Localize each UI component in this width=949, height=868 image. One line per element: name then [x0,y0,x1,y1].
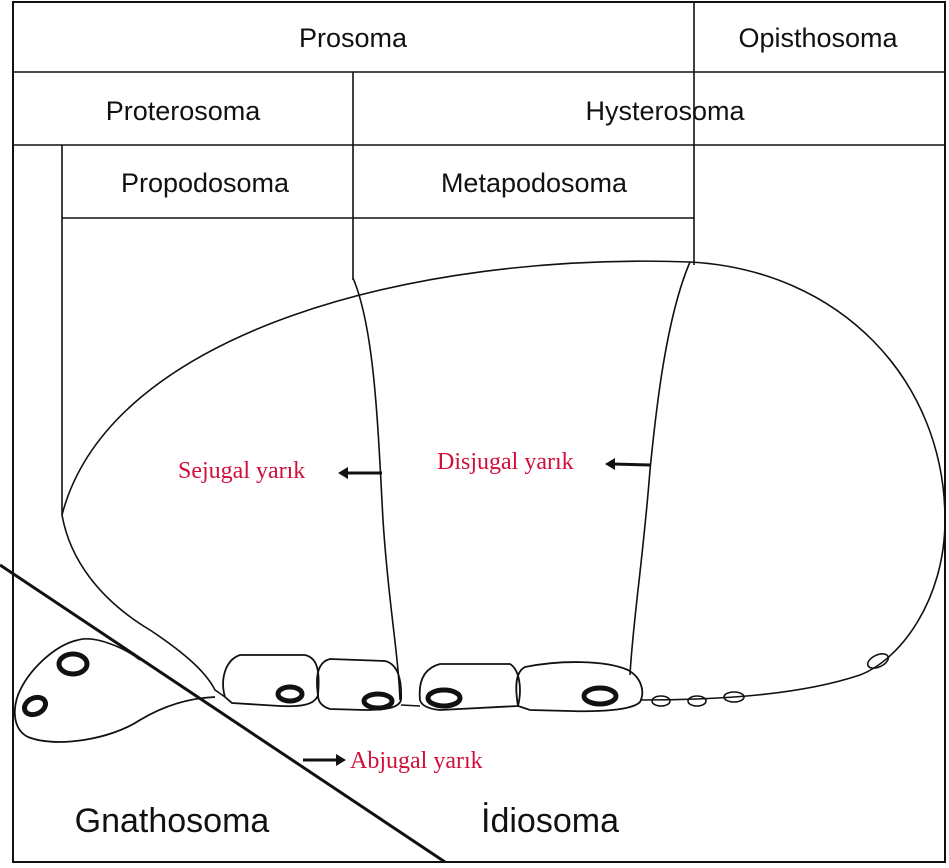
posterior-pores [652,651,891,706]
gnathosoma-palp-ring-2 [22,694,49,718]
outer-frame [13,2,945,862]
disjugal-suture-line [630,262,690,675]
sejugal-suture-line [353,278,400,700]
leg-2-coxa [317,659,401,710]
sejugal-arrow-head [338,467,348,479]
gnathosoma-label: Gnathosoma [75,802,270,840]
prosoma-label: Prosoma [299,23,408,53]
coxa-rings [278,687,616,708]
header-table [13,2,945,515]
suture-arrows [303,458,650,766]
idiosoma-label: İdiosoma [481,802,619,840]
gnathosoma-palp-ring-1 [59,654,87,674]
leg-gap-line [401,705,420,706]
leg-1-coxa [223,655,319,706]
abjugal-label: Abjugal yarık [350,748,483,774]
leg-4-coxa [516,662,642,711]
sejugal-label: Sejugal yarık [178,458,305,484]
disjugal-arrow-head [605,458,615,470]
proterosoma-label: Proterosoma [106,96,262,126]
hysterosoma-label: Hysterosoma [585,96,745,126]
disjugal-arrow [613,464,650,465]
disjugal-label: Disjugal yarık [437,449,574,475]
abjugal-arrow-head [336,754,346,766]
propodosoma-label: Propodosoma [121,168,290,198]
gnathosoma-base-line [78,639,140,660]
opisthosoma-label: Opisthosoma [738,23,898,53]
metapodosoma-label: Metapodosoma [441,168,628,198]
